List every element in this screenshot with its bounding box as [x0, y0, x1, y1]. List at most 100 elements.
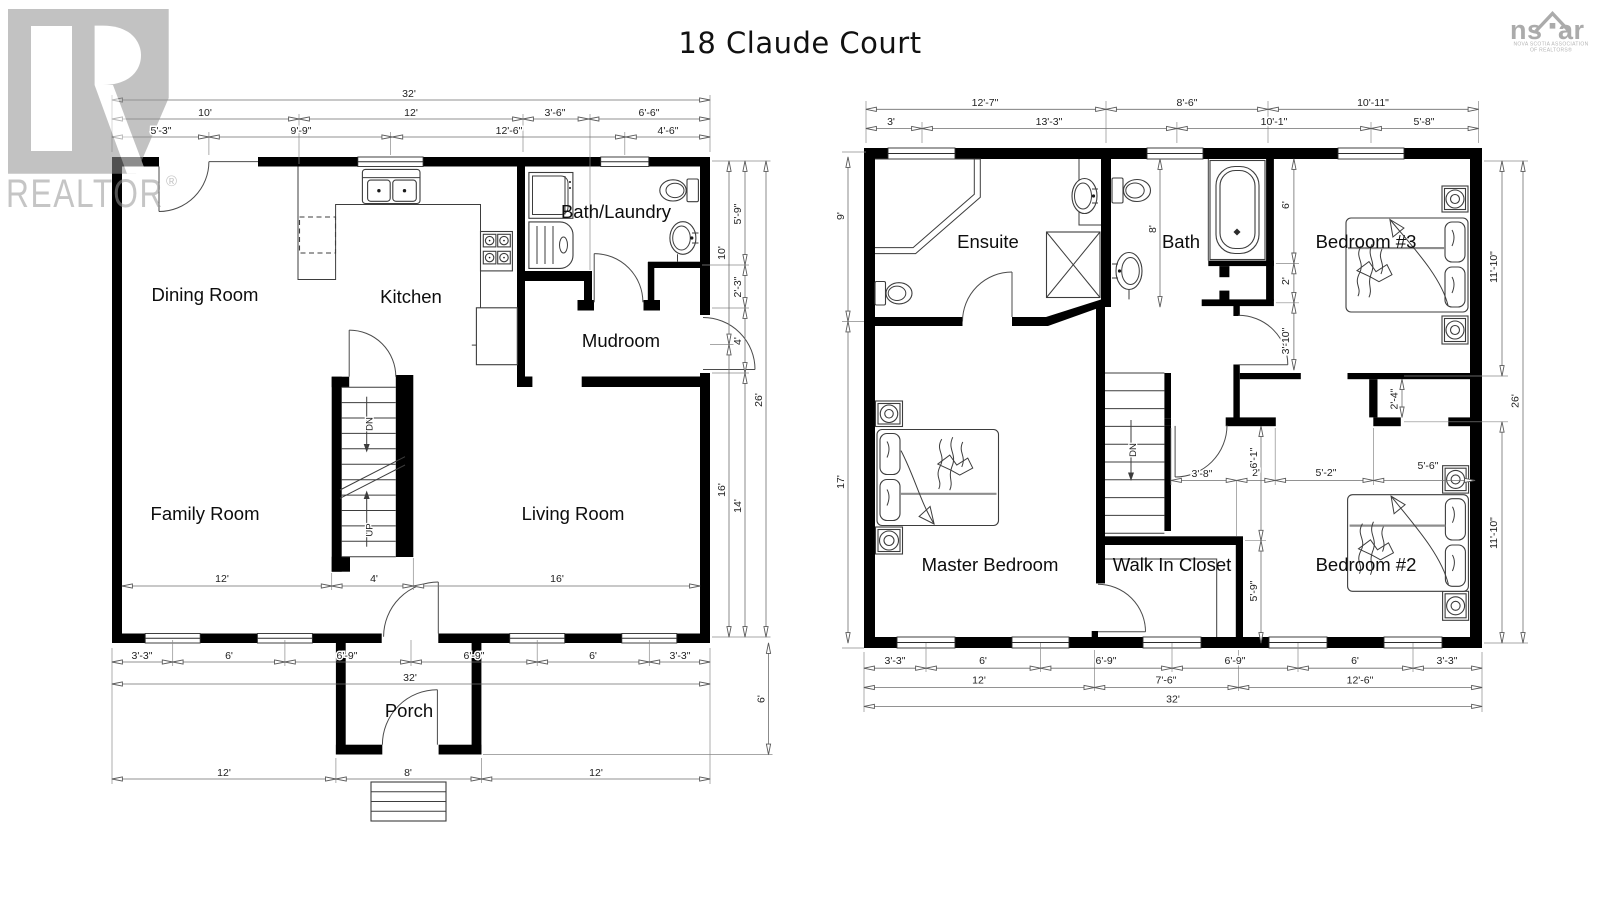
stair-wall-right [395, 375, 414, 557]
dim-label-6: 6' [1280, 201, 1292, 209]
door-swing [1238, 314, 1289, 365]
window-kitchen [357, 156, 424, 167]
door-swing [594, 253, 644, 303]
wall-bedroom2-north [1373, 417, 1401, 427]
dim-label-4: 4' [370, 573, 378, 585]
dim-label-6-9: 6'-9" [1096, 655, 1117, 667]
dim-label-3-10: 3'-10" [1280, 327, 1292, 354]
window-ensuite [887, 147, 956, 160]
nsar-logo-right-text: ar [1558, 15, 1585, 45]
dim-label-12: 12' [972, 675, 986, 687]
window-bath [1146, 147, 1204, 160]
nightstand-icon [874, 526, 904, 555]
wall-hall-bath [1233, 364, 1240, 419]
nightstand-icon [1441, 185, 1469, 213]
nsar-window-icon [1549, 23, 1556, 29]
wall-tub-niche [1208, 260, 1274, 267]
dim-label-5-3: 5'-3" [151, 125, 172, 137]
dim-label-6: 6' [1351, 655, 1359, 667]
dim-label-5-8: 5'-8" [1414, 116, 1435, 128]
outer-wall-top [864, 148, 888, 159]
dim-label-4-6: 4'-6" [658, 125, 679, 137]
dim-label-9: 9' [835, 212, 847, 220]
wall-master-north [1012, 317, 1048, 326]
dim-label-6-6: 6'-6" [639, 107, 660, 119]
wall-jamb [1091, 631, 1098, 640]
outer-wall-bottom [1442, 637, 1482, 648]
outer-wall-bottom [112, 633, 146, 643]
dim-label-8-6: 8'-6" [1177, 97, 1198, 109]
nsar-roof-icon [1534, 11, 1571, 33]
dim-label-3-6: 3'-6" [545, 107, 566, 119]
dim-label-7-6: 7'-6" [1156, 675, 1177, 687]
floor1-walls [112, 157, 710, 755]
shelf-line [1105, 558, 1218, 637]
dim-label-10: 10' [198, 107, 212, 119]
shower-cross [1046, 231, 1101, 298]
floor2-doors [962, 271, 1289, 633]
floor1-windows [144, 156, 678, 644]
page-title: 18 Claude Court [678, 26, 921, 60]
wall-bedroom2-north [1225, 417, 1276, 427]
dim-label-12: 12' [589, 767, 603, 779]
dim-label-up: UP [365, 523, 376, 536]
dim-label-dn: DN [365, 417, 376, 431]
dim-label-2: 2' [1252, 467, 1260, 479]
stair-wall-foot [331, 556, 350, 572]
dim-label-3-3: 3'-3" [132, 650, 153, 662]
window-bedroom3 [1337, 147, 1405, 160]
door-swing [1175, 425, 1228, 478]
dim-label-12-6: 12'-6" [496, 125, 523, 137]
dim-label-13-3: 13'-3" [1036, 116, 1063, 128]
dim-label-dn: DN [1128, 443, 1139, 457]
wall-jamb [1219, 266, 1230, 278]
bed-icon-master [876, 428, 1000, 527]
wall-closet-east [1235, 545, 1243, 637]
dim-label-8: 8' [404, 767, 412, 779]
floor-plan-main [111, 95, 773, 822]
room-label-mudroom: Mudroom [582, 330, 660, 351]
room-label-porch: Porch [385, 700, 433, 721]
watermark-realtor-logo: REALTOR ® [6, 9, 177, 216]
dim-label-2-3: 2'-3" [732, 276, 744, 297]
room-label-dining-room: Dining Room [152, 284, 259, 305]
room-label-ensuite: Ensuite [957, 231, 1019, 252]
nsar-logo: ns ar NOVA SCOTIA ASSOCIATION OF REALTOR… [1510, 11, 1588, 54]
wall-bath-laundry-south [648, 261, 700, 268]
dim-label-11-10: 11'-10" [1488, 517, 1500, 549]
dim-label-5-6: 5'-6" [1418, 460, 1439, 472]
outer-wall-top [648, 157, 710, 167]
floor2-dimensions [842, 101, 1528, 712]
realtor-logo-r-bowl [94, 25, 141, 86]
wall-bath-laundry-south [525, 271, 586, 281]
wall-jamb [1233, 305, 1240, 316]
dim-label-26: 26' [1510, 394, 1522, 408]
stair-wall-left [331, 376, 342, 572]
watermark-registered-mark: ® [166, 173, 177, 190]
nsar-subtext-2: OF REALTORS® [1530, 47, 1572, 54]
porch-steps-icon [370, 781, 447, 822]
wall-jamb [1219, 290, 1230, 301]
dim-label-32: 32' [1166, 694, 1180, 706]
outer-wall-bottom [1327, 637, 1384, 648]
dim-label-10-1: 10'-1" [1261, 116, 1288, 128]
wall-bath-bedroom3 [1266, 148, 1274, 301]
outer-wall-bottom [864, 637, 897, 648]
dim-label-10: 10' [716, 246, 728, 260]
door-swing [383, 581, 439, 637]
floor-plan-second [842, 101, 1528, 712]
dim-label-2: 2' [1280, 277, 1292, 285]
shower-stall-icon [1045, 231, 1101, 299]
dim-label-3: 3' [887, 116, 895, 128]
outer-wall-bottom [564, 633, 622, 643]
stair-wall-left [1096, 303, 1105, 545]
nightstand-icon [1442, 590, 1470, 621]
wall-closet-south [1201, 299, 1274, 307]
outer-wall-top [258, 157, 358, 167]
room-label-bath-laundry: Bath/Laundry [561, 201, 672, 222]
dim-label-6: 6' [589, 650, 597, 662]
nsar-subtext-1: NOVA SCOTIA ASSOCIATION [1513, 42, 1588, 48]
dim-label-10-11: 10'-11" [1357, 97, 1389, 109]
outer-wall-bottom [438, 633, 510, 643]
